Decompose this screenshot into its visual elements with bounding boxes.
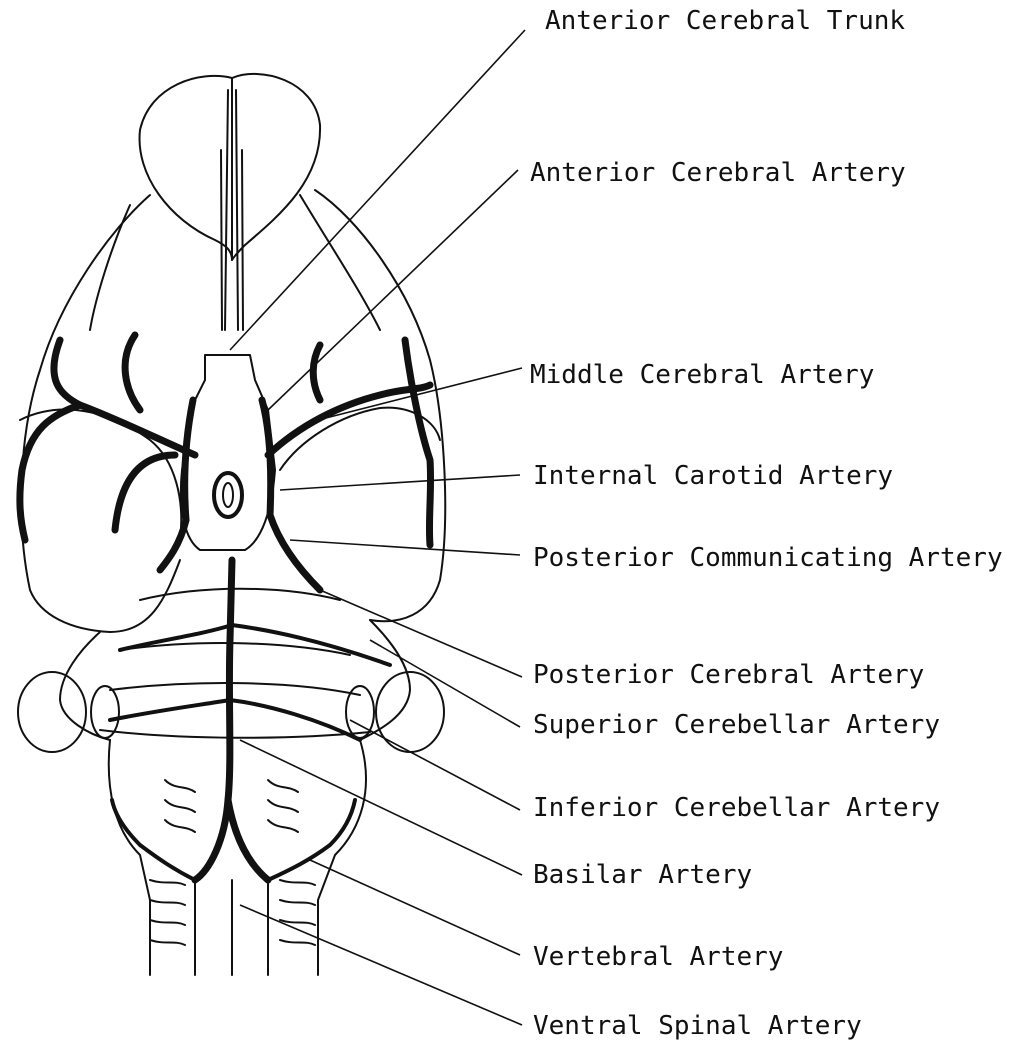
middle-cerebral-artery-right [268, 385, 430, 455]
label-anterior-cerebral-trunk: Anterior Cerebral Trunk [545, 8, 905, 34]
label-superior-cerebellar-artery: Superior Cerebellar Artery [533, 712, 940, 738]
label-basilar-artery: Basilar Artery [533, 862, 752, 888]
posterior-communicating-artery [160, 520, 186, 570]
label-ventral-spinal-artery: Ventral Spinal Artery [533, 1013, 862, 1039]
basilar-artery [195, 560, 232, 880]
label-posterior-cerebral-artery: Posterior Cerebral Artery [533, 662, 924, 688]
flocculus-left [18, 672, 86, 752]
pituitary [214, 473, 242, 517]
label-vertebral-artery: Vertebral Artery [533, 944, 783, 970]
label-internal-carotid-artery: Internal Carotid Artery [533, 463, 893, 489]
vertebral-artery-left [112, 800, 195, 880]
label-middle-cerebral-artery: Middle Cerebral Artery [530, 362, 874, 388]
label-inferior-cerebellar-artery: Inferior Cerebellar Artery [533, 795, 940, 821]
label-anterior-cerebral-artery: Anterior Cerebral Artery [530, 160, 906, 186]
inferior-cerebellar-artery [110, 700, 230, 720]
vertebral-artery-right [268, 800, 355, 880]
label-posterior-communicating-artery: Posterior Communicating Artery [533, 545, 1003, 571]
olfactory-bulb-right [232, 74, 320, 260]
olfactory-bulb-left [140, 76, 232, 260]
